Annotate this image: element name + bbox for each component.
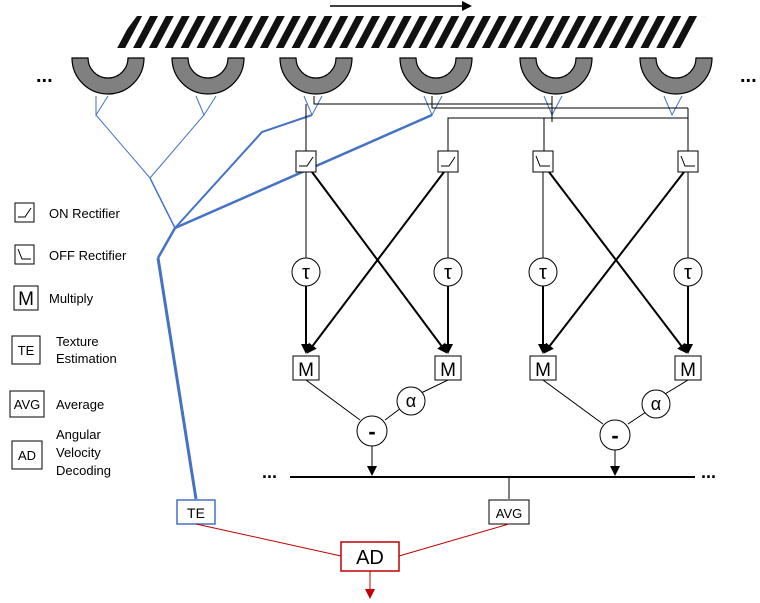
delay-units: τ τ τ τ [291, 257, 703, 287]
svg-text:OFF Rectifier: OFF Rectifier [49, 248, 127, 263]
rectifier-outputs [301, 171, 693, 354]
svg-text:τ: τ [684, 262, 692, 284]
svg-text:M: M [680, 360, 696, 381]
legend-average: AVG Average [9, 390, 104, 418]
texture-pathway [95, 95, 683, 500]
rectifiers [295, 150, 699, 173]
legend: ON Rectifier OFF Rectifier M Multiply TE… [9, 202, 127, 478]
svg-text:TE: TE [18, 343, 35, 358]
subtract-unit-2: - [599, 419, 631, 451]
on-rectifier-2 [437, 150, 459, 173]
delay-unit-1: τ [291, 257, 321, 287]
photoreceptor-1 [71, 57, 145, 95]
right-ellipsis: ... [740, 65, 757, 87]
multiply-unit-2: M [434, 355, 462, 381]
decoding-pathway [195, 523, 510, 599]
multiply-unit-1: M [292, 355, 320, 381]
svg-text:M: M [535, 360, 551, 381]
legend-ad-line1: Angular [56, 427, 101, 442]
legend-on-rectifier: ON Rectifier [14, 202, 120, 223]
legend-texture-estimation: TE Texture Estimation [11, 334, 117, 366]
subtract-unit-1: - [356, 415, 388, 447]
svg-text:-: - [611, 423, 618, 448]
legend-multiply: M Multiply [13, 285, 94, 311]
svg-text:AD: AD [18, 448, 36, 463]
multiply-unit-3: M [529, 355, 557, 381]
legend-ad-line2: Velocity [56, 445, 101, 460]
subtract-units: - - [356, 415, 631, 451]
texture-estimation-box: TE [176, 499, 216, 525]
angular-decoding-box: AD [340, 541, 400, 572]
average-box: AVG [488, 499, 530, 525]
delay-unit-2: τ [433, 257, 463, 287]
opponent-wiring [305, 379, 689, 476]
photoreceptors [71, 57, 713, 95]
svg-text:τ: τ [302, 262, 310, 284]
svg-text:τ: τ [539, 262, 547, 284]
svg-text:M: M [440, 360, 456, 381]
photoreceptor-5 [519, 57, 593, 95]
alpha-unit-2: α [641, 389, 671, 419]
summation-bus: ... ... [262, 462, 716, 499]
svg-text:AD: AD [356, 547, 384, 569]
on-rectifier-1 [295, 150, 317, 173]
svg-text:τ: τ [444, 262, 452, 284]
alpha-unit-1: α [396, 386, 426, 416]
svg-text:AVG: AVG [14, 397, 41, 412]
photoreceptor-3 [279, 57, 353, 95]
multiply-units: M M M M [292, 355, 702, 381]
off-rectifier-2 [677, 150, 699, 173]
svg-text:Average: Average [56, 397, 104, 412]
svg-text:TE: TE [187, 505, 205, 521]
svg-text:M: M [18, 289, 34, 310]
bus-right-ellipsis: ... [701, 462, 716, 482]
svg-text:α: α [651, 394, 661, 414]
legend-ad-line3: Decoding [56, 463, 111, 478]
legend-off-rectifier: OFF Rectifier [14, 244, 127, 265]
delay-unit-4: τ [673, 257, 703, 287]
svg-text:AVG: AVG [496, 506, 523, 521]
photoreceptor-4 [399, 57, 473, 95]
bus-left-ellipsis: ... [262, 462, 277, 482]
svg-text:ON Rectifier: ON Rectifier [49, 206, 120, 221]
legend-te-line1: Texture [56, 334, 99, 349]
left-ellipsis: ... [36, 65, 53, 87]
svg-text:Multiply: Multiply [49, 291, 94, 306]
legend-te-line2: Estimation [56, 351, 117, 366]
alpha-units: α α [396, 386, 671, 419]
multiply-unit-4: M [674, 355, 702, 381]
svg-text:M: M [298, 360, 314, 381]
svg-text:α: α [406, 391, 416, 411]
delay-unit-3: τ [528, 257, 558, 287]
receptor-rectifier-wiring [305, 96, 689, 152]
photoreceptor-6 [639, 57, 713, 95]
moving-grating [113, 16, 705, 48]
off-rectifier-1 [532, 150, 554, 173]
legend-angular-decoding: AD Angular Velocity Decoding [11, 427, 111, 478]
photoreceptor-2 [171, 57, 245, 95]
svg-text:-: - [368, 419, 375, 444]
